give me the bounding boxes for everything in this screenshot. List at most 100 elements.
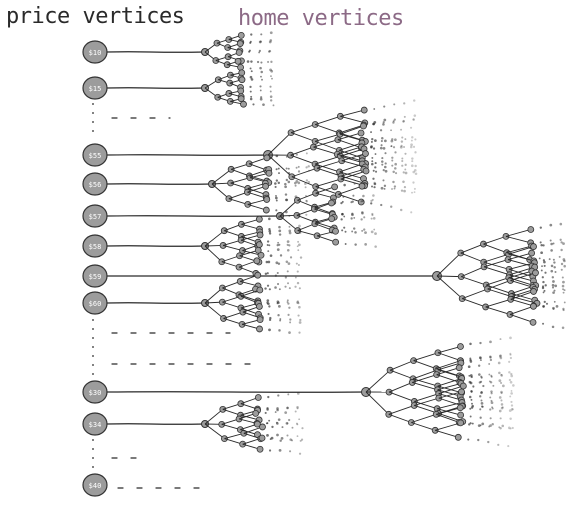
continuation-dot [372, 169, 375, 172]
tree-edge [437, 385, 462, 394]
home-vertex [528, 249, 536, 257]
continuation-dot [497, 443, 500, 446]
tree-edge [460, 243, 484, 254]
continuation-dot [297, 240, 300, 243]
continuation-dot [296, 300, 299, 303]
continuation-dot [296, 422, 298, 425]
price-vertex-label: $59 [89, 273, 102, 281]
tree-edge [365, 391, 390, 415]
tree-edge [339, 142, 363, 151]
continuation-dot [264, 411, 267, 415]
continuation-dot [275, 196, 278, 200]
continuation-dot [412, 181, 415, 184]
continuation-dot [249, 90, 252, 93]
continuation-dot [499, 426, 502, 430]
continuation-dot [500, 391, 503, 395]
continuation-dot [562, 242, 565, 245]
continuation-dot [499, 417, 502, 420]
continuation-dot [289, 438, 292, 441]
price-vertex-label: $10 [89, 49, 102, 57]
continuation-dot [380, 139, 383, 143]
continuation-dot [351, 213, 354, 217]
continuation-dot [305, 194, 307, 197]
continuation-dot [343, 183, 346, 187]
tree-edge [485, 298, 511, 308]
continuation-dot [363, 228, 366, 231]
continuation-dot [295, 262, 298, 265]
continuation-dot [294, 276, 297, 279]
continuation-dot [498, 409, 502, 413]
continuation-dot [277, 418, 281, 421]
continuation-dot [266, 422, 269, 425]
continuation-dot [394, 138, 397, 142]
tree-edge [508, 253, 534, 262]
continuation-dot [479, 416, 482, 419]
home-vertex [237, 31, 245, 39]
continuation-dot [268, 328, 271, 332]
continuation-dot [305, 179, 308, 182]
home-vertex [237, 95, 245, 103]
home-vertex [256, 325, 263, 333]
price-vertex [82, 76, 108, 100]
continuation-dot [559, 222, 563, 226]
continuation-dot [295, 153, 298, 156]
continuation-dot [510, 390, 513, 392]
continuation-dot [512, 384, 515, 387]
tree-edge [338, 193, 362, 203]
tree-edge [204, 423, 225, 439]
continuation-dot [395, 172, 398, 175]
continuation-dot [270, 75, 272, 78]
continuation-dot [289, 321, 292, 324]
continuation-dot [266, 299, 270, 302]
continuation-dot [554, 270, 557, 273]
continuation-dot [277, 241, 280, 244]
home-vertex [457, 419, 465, 427]
tree-edge [461, 266, 485, 278]
continuation-dot [260, 61, 263, 64]
tree-edge [337, 146, 362, 155]
continuation-dot [489, 356, 492, 359]
continuation-dot [383, 118, 387, 122]
continuation-dot [391, 164, 394, 167]
home-vertex [263, 196, 271, 203]
continuation-dot [392, 120, 395, 123]
continuation-dot [371, 160, 374, 163]
tree-edge [290, 154, 316, 165]
continuation-dot [278, 172, 280, 175]
price-vertex-label: $55 [89, 152, 102, 160]
continuation-dot [278, 225, 281, 229]
tree-edge [510, 272, 536, 281]
tree-edge [313, 139, 338, 148]
price-vertex-label: $57 [89, 213, 102, 221]
continuation-dot [296, 423, 299, 426]
continuation-dot [278, 233, 282, 236]
home-vertex [252, 410, 260, 417]
continuation-dot [489, 417, 492, 420]
continuation-dot [490, 399, 493, 402]
continuation-dot [381, 137, 384, 140]
continuation-dot [371, 214, 374, 217]
tree-edge [507, 252, 532, 261]
continuation-dot [560, 268, 563, 271]
continuation-dot [469, 357, 472, 360]
tree-edge [316, 167, 342, 177]
continuation-dot [288, 331, 291, 334]
continuation-dot [470, 406, 474, 409]
continuation-dot [258, 40, 262, 44]
continuation-dot [288, 418, 291, 422]
home-vertex [459, 382, 467, 390]
continuation-dot [266, 284, 270, 287]
continuation-dot [488, 380, 491, 383]
continuation-dot [268, 449, 272, 452]
continuation-dot [542, 305, 545, 308]
continuation-dot [298, 224, 301, 228]
continuation-dot [270, 436, 274, 440]
continuation-dot [562, 280, 565, 284]
tree-edge [315, 178, 341, 188]
continuation-dot [410, 139, 413, 142]
home-vertex [254, 246, 262, 254]
continuation-dot [372, 177, 375, 180]
continuation-dot [360, 218, 363, 221]
continuation-dot [548, 258, 551, 261]
